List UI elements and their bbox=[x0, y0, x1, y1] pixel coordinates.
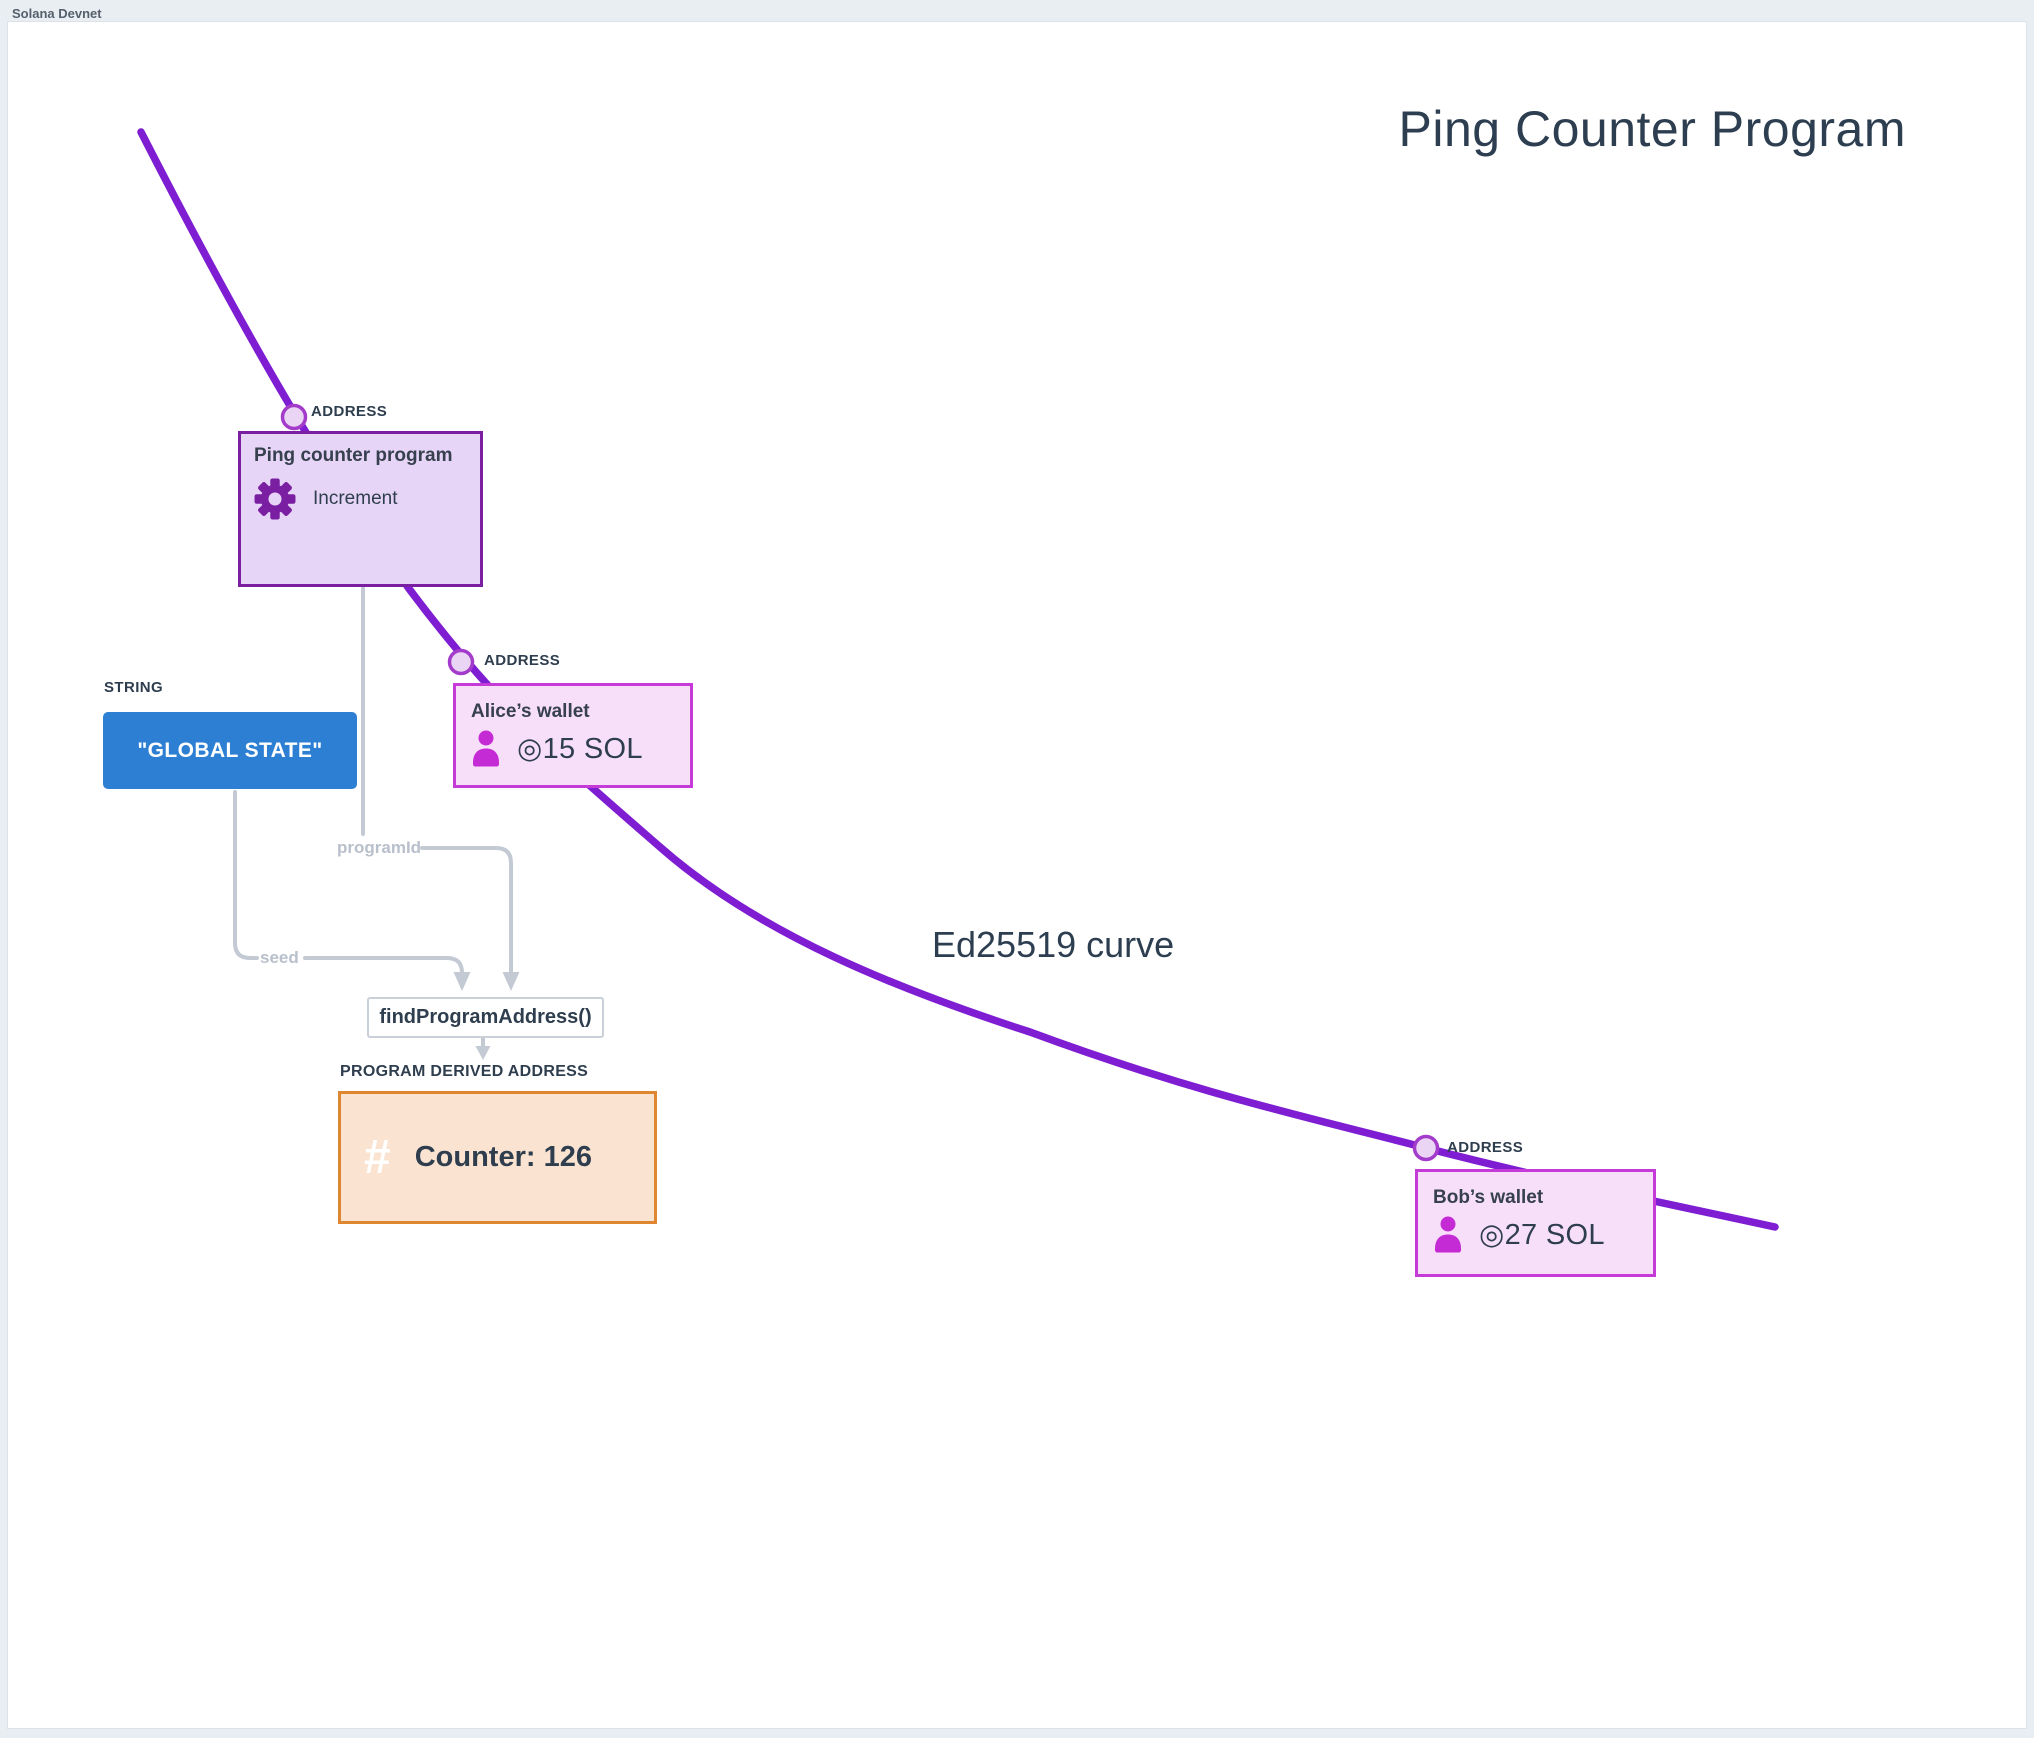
address-node-icon-program bbox=[280, 403, 308, 431]
program-node: Ping counter program Increment bbox=[238, 431, 483, 587]
address-label-bob: ADDRESS bbox=[1447, 1139, 1524, 1156]
bob-wallet-node: Bob’s wallet ◎27 SOL bbox=[1415, 1169, 1656, 1277]
program-name: Ping counter program bbox=[254, 445, 453, 466]
connector-arrowheads bbox=[453, 972, 520, 1060]
counter-pda-node: # Counter: 126 bbox=[338, 1091, 657, 1224]
string-type-label: STRING bbox=[104, 679, 164, 696]
pda-type-label: PROGRAM DERIVED ADDRESS bbox=[340, 1063, 589, 1080]
program-instruction: Increment bbox=[313, 488, 398, 509]
address-node-icon-alice bbox=[447, 648, 475, 676]
programid-param-label: programId bbox=[337, 838, 422, 857]
seed-connector-elbow bbox=[303, 956, 464, 975]
bob-balance: ◎27 SOL bbox=[1479, 1219, 1605, 1251]
alice-wallet-node: Alice’s wallet ◎15 SOL bbox=[453, 683, 693, 788]
seed-arrowhead bbox=[453, 972, 471, 991]
user-icon bbox=[1435, 1216, 1461, 1253]
diagram-lines bbox=[137, 128, 1779, 1231]
alice-balance: ◎15 SOL bbox=[517, 733, 643, 765]
user-icon bbox=[473, 730, 499, 767]
find-program-address-label: findProgramAddress() bbox=[379, 1006, 592, 1028]
address-node-icon-bob bbox=[1412, 1134, 1440, 1162]
address-label-program: ADDRESS bbox=[311, 403, 388, 420]
derivation-connectors bbox=[233, 586, 513, 1049]
address-nodes bbox=[280, 403, 1440, 1162]
programid-connector-elbow bbox=[420, 846, 513, 975]
counter-value: Counter: 126 bbox=[414, 1141, 592, 1173]
environment-label: Solana Devnet bbox=[12, 6, 102, 21]
seed-param-label: seed bbox=[260, 948, 299, 967]
address-label-alice: ADDRESS bbox=[484, 652, 561, 669]
seed-string-value: "GLOBAL STATE" bbox=[137, 738, 323, 762]
programid-arrowhead bbox=[502, 972, 520, 991]
hash-icon: # bbox=[364, 1130, 391, 1184]
seed-connector-top bbox=[233, 790, 259, 960]
alice-wallet-name: Alice’s wallet bbox=[471, 701, 590, 722]
bob-wallet-name: Bob’s wallet bbox=[1433, 1187, 1544, 1208]
seed-string-node: "GLOBAL STATE" bbox=[103, 712, 357, 789]
page-title: Ping Counter Program bbox=[1398, 101, 1906, 157]
curve-label: Ed25519 curve bbox=[932, 924, 1175, 965]
diagram-canvas: Ping Counter Program Ed25519 curve ADDRE… bbox=[8, 22, 2026, 1728]
gear-icon bbox=[254, 478, 296, 520]
result-arrowhead bbox=[475, 1046, 491, 1060]
find-program-address-node: findProgramAddress() bbox=[367, 997, 604, 1038]
